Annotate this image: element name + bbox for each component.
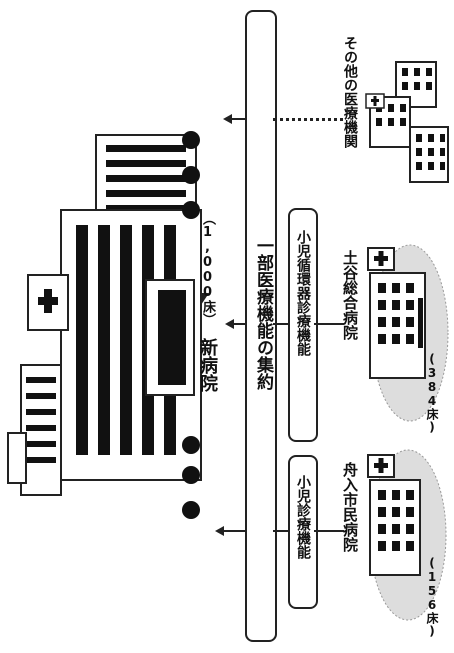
tsuchiya-hospital-name: 土谷総合病院	[341, 250, 359, 340]
pediatric-function-label: 小児診療機能	[295, 475, 311, 559]
pediatric-cardiology-label: 小児循環器診療機能	[295, 230, 311, 356]
new-hospital-label: 新病院	[197, 338, 218, 392]
funairi-hospital-name: 舟入市民病院	[341, 462, 359, 552]
new-hospital-illustration	[7, 131, 202, 519]
connector-line	[314, 530, 344, 532]
connector-line	[273, 323, 288, 325]
dotted-connector	[273, 118, 343, 121]
connector-line	[273, 530, 288, 532]
funairi-hospital-beds: (156床)	[425, 556, 439, 638]
pediatric-function-box: 小児診療機能	[288, 455, 318, 609]
funairi-hospital-icon	[367, 449, 447, 621]
consolidation-label: 一部医療機能の集約	[253, 237, 273, 390]
arrow-line	[222, 530, 245, 532]
consolidation-band: 一部医療機能の集約	[245, 10, 277, 642]
other-institutions-name: その他の医療機関	[342, 36, 358, 148]
new-hospital-beds: （1,000床）	[200, 212, 215, 326]
other-institutions-icon	[365, 61, 449, 183]
arrow-left-icon	[225, 319, 234, 329]
arrow-left-icon	[215, 526, 224, 536]
tsuchiya-hospital-beds: (384床)	[425, 352, 439, 434]
arrow-line	[230, 118, 245, 120]
pediatric-cardiology-box: 小児循環器診療機能	[288, 208, 318, 442]
connector-line	[314, 323, 344, 325]
arrow-line	[232, 323, 245, 325]
tsuchiya-hospital-icon	[367, 244, 449, 422]
arrow-left-icon	[223, 114, 232, 124]
